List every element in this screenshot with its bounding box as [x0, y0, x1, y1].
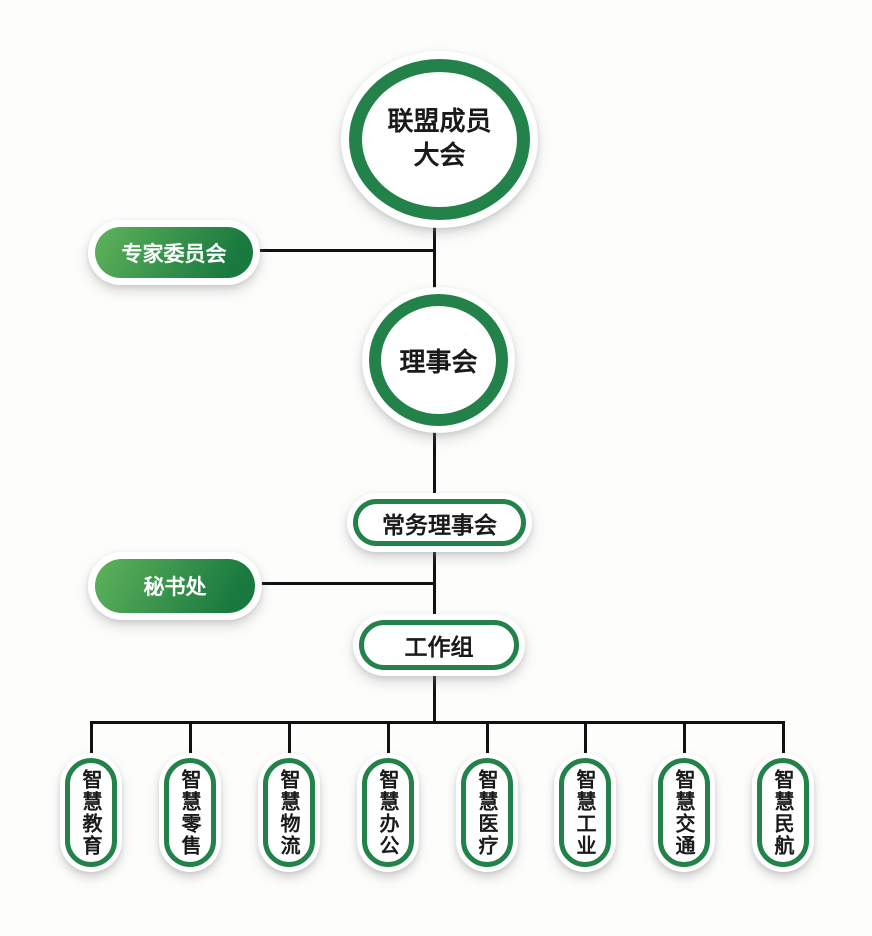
node-dept-smart-industry-label: 智慧工业: [573, 768, 597, 857]
node-working-group-label: 工作组: [359, 620, 519, 670]
node-dept-smart-education: 智慧教育: [60, 753, 122, 872]
node-dept-smart-healthcare: 智慧医疗: [456, 753, 518, 872]
connector-drop-transport: [683, 721, 686, 755]
node-dept-smart-healthcare-label: 智慧医疗: [475, 768, 499, 857]
node-secretariat-label: 秘书处: [95, 559, 255, 613]
connector-departments-bus: [90, 721, 784, 724]
node-alliance-member-assembly-label: 联盟成员 大会: [349, 59, 530, 220]
node-dept-smart-industry-frame: 智慧工业: [559, 758, 611, 867]
connector-drop-retail: [189, 721, 192, 755]
node-dept-smart-industry: 智慧工业: [554, 753, 616, 872]
connector-workgroup-bus: [433, 672, 436, 724]
node-dept-smart-logistics-label: 智慧物流: [277, 768, 301, 857]
connector-drop-logistics: [288, 721, 291, 755]
node-dept-smart-education-frame: 智慧教育: [65, 758, 117, 867]
connector-assembly-council: [433, 222, 436, 292]
node-dept-smart-retail: 智慧零售: [159, 753, 221, 872]
connector-drop-industry: [584, 721, 587, 755]
node-council-label: 理事会: [369, 294, 508, 426]
node-dept-smart-logistics-frame: 智慧物流: [263, 758, 315, 867]
node-dept-smart-aviation-label: 智慧民航: [771, 768, 795, 857]
node-dept-smart-aviation-frame: 智慧民航: [757, 758, 809, 867]
node-dept-smart-logistics: 智慧物流: [258, 753, 320, 872]
connector-drop-education: [90, 721, 93, 755]
node-expert-committee-label: 专家委员会: [95, 227, 253, 278]
connector-secretariat: [260, 582, 436, 585]
node-alliance-member-assembly: 联盟成员 大会: [341, 51, 538, 228]
connector-drop-office: [387, 721, 390, 755]
connector-drop-healthcare: [486, 721, 489, 755]
node-council: 理事会: [362, 287, 515, 433]
node-working-group: 工作组: [353, 614, 525, 676]
node-dept-smart-office-frame: 智慧办公: [362, 758, 414, 867]
connector-drop-aviation: [782, 721, 785, 755]
node-dept-smart-aviation: 智慧民航: [752, 753, 814, 872]
node-dept-smart-transport-label: 智慧交通: [672, 768, 696, 857]
node-dept-smart-retail-frame: 智慧零售: [164, 758, 216, 867]
node-dept-smart-healthcare-frame: 智慧医疗: [461, 758, 513, 867]
node-dept-smart-transport-frame: 智慧交通: [658, 758, 710, 867]
node-secretariat: 秘书处: [88, 552, 262, 620]
node-dept-smart-education-label: 智慧教育: [79, 768, 103, 857]
node-expert-committee: 专家委员会: [88, 220, 260, 285]
node-dept-smart-office-label: 智慧办公: [376, 768, 400, 857]
node-standing-council-label: 常务理事会: [353, 499, 526, 546]
node-dept-smart-transport: 智慧交通: [653, 753, 715, 872]
connector-council-standing: [433, 427, 436, 497]
node-dept-smart-retail-label: 智慧零售: [178, 768, 202, 857]
connector-expert-committee: [258, 249, 436, 252]
node-standing-council: 常务理事会: [347, 493, 532, 552]
node-dept-smart-office: 智慧办公: [357, 753, 419, 872]
